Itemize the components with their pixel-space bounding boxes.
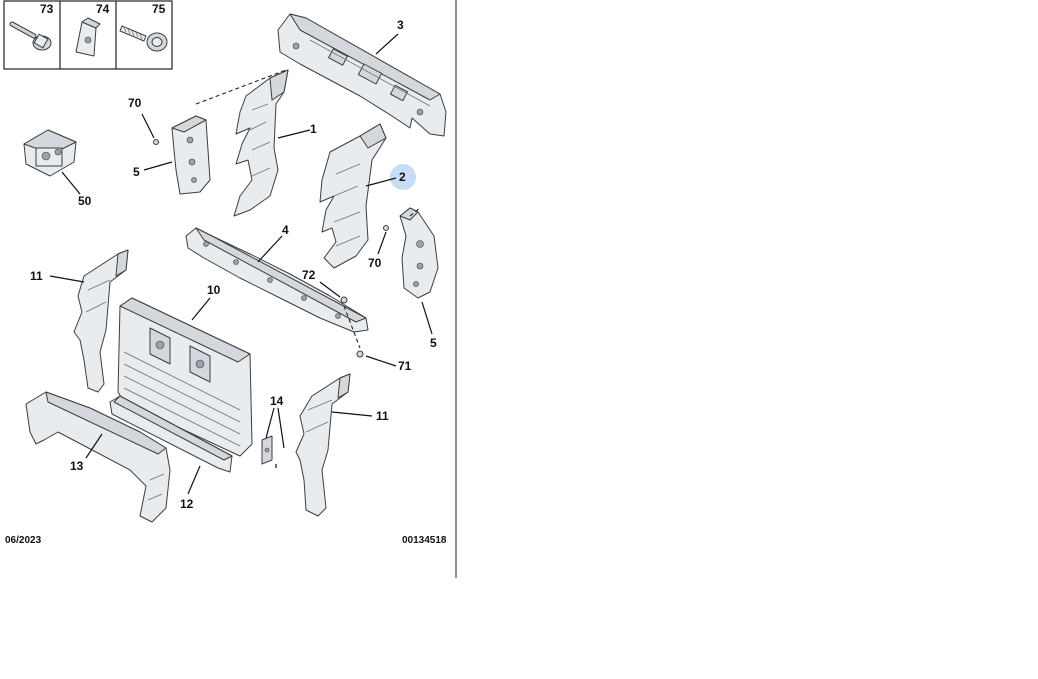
part-1-left-air-deflector (233, 69, 289, 217)
screw-70-right (383, 225, 389, 231)
callout-2-highlight (390, 164, 416, 190)
screw-with-washer-icon (119, 25, 168, 52)
bolt-71 (356, 350, 364, 358)
callout-11-right: 11 (376, 409, 389, 423)
callout-71: 71 (398, 359, 412, 373)
callout-72: 72 (302, 268, 316, 282)
part-2-right-air-deflector (319, 123, 387, 269)
part-11-left-side-deflector (73, 249, 129, 393)
screw-70-left (153, 139, 159, 145)
part-12-lower-seal (109, 395, 233, 473)
part-5-left-bracket (171, 115, 211, 195)
callout-70-left: 70 (128, 96, 142, 110)
callout-5-left: 5 (133, 165, 140, 179)
part-4-lower-crossmember (185, 227, 369, 333)
callout-12: 12 (180, 497, 194, 511)
bolt-with-washer-icon (9, 21, 52, 51)
nut-72 (340, 296, 348, 304)
callout-1: 1 (310, 122, 317, 136)
fastener-label-73: 73 (40, 2, 54, 16)
callout-3: 3 (397, 18, 404, 32)
fastener-legend: 73 74 75 (3, 0, 173, 70)
callout-14: 14 (270, 394, 284, 408)
fastener-label-75: 75 (152, 2, 166, 16)
part-11-right-side-deflector (295, 373, 351, 517)
callout-70-right: 70 (368, 256, 382, 270)
callout-10: 10 (207, 283, 221, 297)
part-13-lower-air-guide (25, 391, 171, 523)
fastener-label-74: 74 (96, 2, 110, 16)
part-50-clip-block (23, 129, 77, 177)
callout-50: 50 (78, 194, 92, 208)
footer-reference: 00134518 (402, 535, 447, 546)
part-3-upper-crossmember (277, 13, 447, 137)
callout-5-right: 5 (430, 336, 437, 350)
callout-2: 2 (399, 170, 406, 184)
part-5-right-bracket (399, 207, 439, 299)
callout-4: 4 (282, 223, 289, 237)
part-10-active-grille-shutter-frame (117, 297, 253, 457)
callout-11-left: 11 (30, 269, 43, 283)
footer-date: 06/2023 (5, 535, 42, 546)
part-14-clips (261, 435, 277, 468)
callout-13: 13 (70, 459, 84, 473)
clip-nut-icon (75, 17, 101, 57)
